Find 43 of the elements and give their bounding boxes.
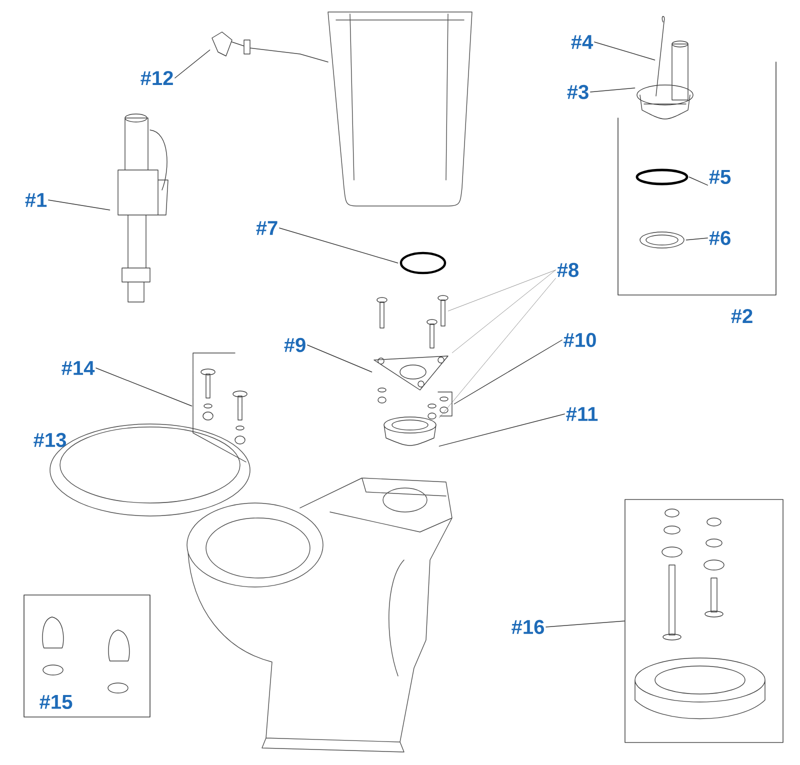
chain-drawing [656, 16, 665, 96]
leader-line [438, 414, 565, 447]
nut-ring-drawing [640, 232, 684, 248]
callout-number: #7 [256, 221, 278, 235]
fill-valve-drawing [118, 114, 168, 302]
flush-valve-drawing [636, 40, 694, 120]
leader-line [454, 340, 562, 404]
callout-number: #11 [566, 407, 598, 421]
leader-line [307, 344, 372, 372]
bolt-drawing [438, 295, 448, 326]
callout-number: #4 [571, 35, 594, 49]
callout-number: #9 [284, 338, 306, 352]
leader-line [48, 200, 110, 210]
seal-ring-drawing [636, 168, 688, 186]
leader-line [174, 50, 210, 78]
leader-line [686, 238, 708, 240]
leader-line [96, 368, 192, 406]
callout-number: #3 [567, 84, 588, 100]
leader-line [452, 270, 556, 354]
leader-line [439, 278, 556, 418]
bolt-kit-box [624, 499, 784, 743]
leader-line [448, 270, 556, 312]
callout-number: #1 [25, 193, 47, 207]
leader-line [688, 176, 708, 186]
leader-line [546, 620, 625, 628]
callout-number: #16 [512, 620, 544, 634]
callout-number: #12 [140, 71, 173, 85]
leader-line [590, 88, 636, 92]
leader-line [594, 42, 656, 60]
hinge-bolt-kit-drawing [192, 352, 248, 462]
spud-gasket-drawing [384, 416, 436, 446]
callout-number: #14 [62, 361, 95, 375]
flange-plate-drawing [374, 356, 448, 390]
callout-number: #13 [34, 432, 66, 448]
parts-box: #15 [24, 594, 150, 718]
leader-line [279, 228, 398, 264]
callout-number: #5 [709, 170, 731, 184]
washer-set-drawing [428, 392, 452, 420]
callout-number: #8 [557, 262, 579, 278]
trip-lever-drawing [212, 32, 328, 62]
callout-number: #6 [709, 230, 730, 246]
callout-number: #10 [564, 332, 596, 348]
gasket-drawing [400, 252, 446, 274]
